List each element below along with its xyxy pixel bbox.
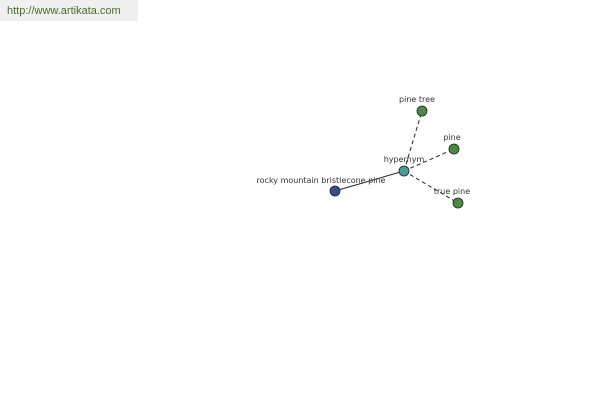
edge-center-pine-tree	[403, 110, 423, 172]
node-pine[interactable]	[448, 143, 460, 155]
node-pine-tree[interactable]	[416, 105, 428, 117]
node-label-pine[interactable]: pine	[443, 133, 460, 142]
node-center[interactable]	[398, 165, 410, 177]
edge-center-pine	[403, 148, 455, 172]
node-true-pine[interactable]	[452, 197, 464, 209]
edge-center-rocky	[334, 170, 405, 192]
node-label-rocky[interactable]: rocky mountain bristlecone pine	[257, 176, 386, 185]
edge-center-true-pine	[403, 170, 459, 204]
graph-nodes	[329, 105, 464, 209]
node-rocky[interactable]	[329, 185, 341, 197]
site-banner: http://www.artikata.com	[0, 0, 138, 21]
site-url-link[interactable]: http://www.artikata.com	[7, 5, 121, 17]
node-label-pine-tree[interactable]: pine tree	[399, 95, 435, 104]
graph-edges	[334, 110, 459, 204]
node-label-center[interactable]: hypernym	[384, 155, 425, 164]
graph-labels: hypernym rocky mountain bristlecone pine p…	[257, 95, 471, 196]
node-label-true-pine[interactable]: true pine	[434, 187, 470, 196]
